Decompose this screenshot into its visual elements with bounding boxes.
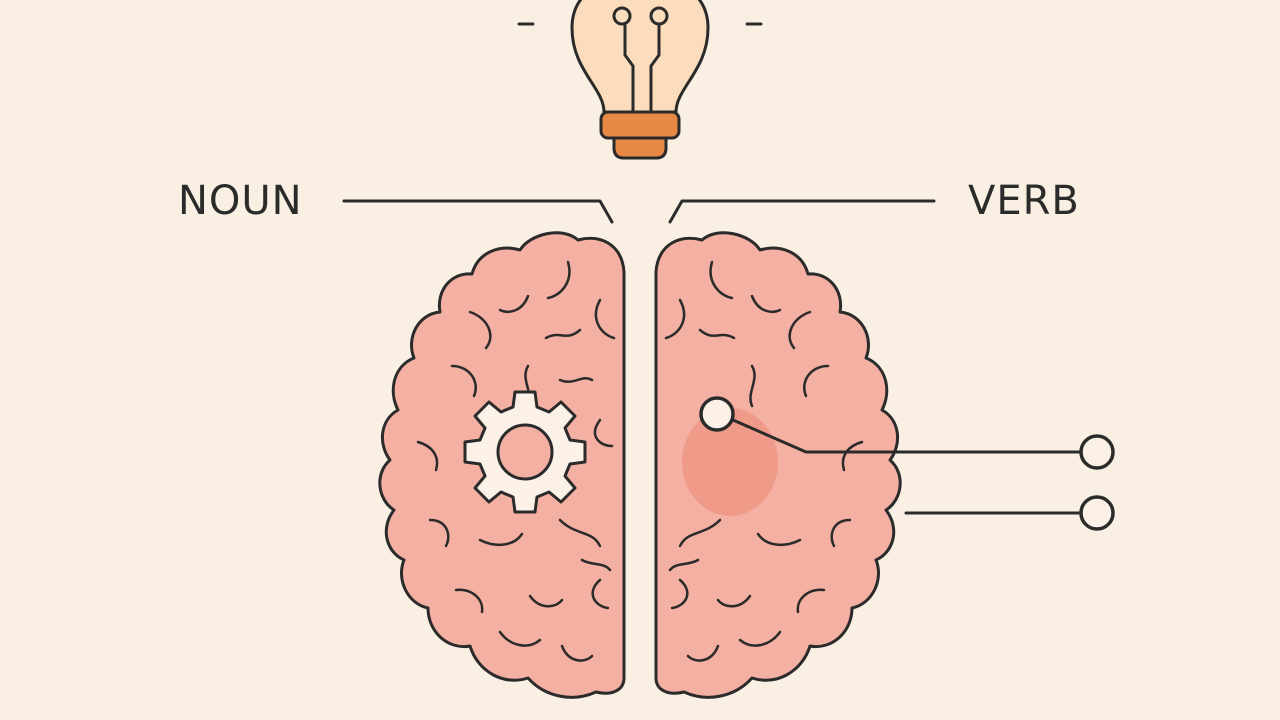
bulb-glass <box>570 0 710 114</box>
noun-label: NOUN <box>178 178 303 224</box>
gear-icon <box>463 390 587 514</box>
bulb-base-tip <box>612 136 668 160</box>
left-hemisphere <box>378 231 626 699</box>
bulb-node-right <box>649 6 669 26</box>
noun-connector-line <box>342 199 614 224</box>
verb-connector-line <box>668 199 936 224</box>
bulb-base-collar <box>599 110 681 140</box>
circuit-node-icon <box>699 396 1115 531</box>
verb-label: VERB <box>968 178 1080 224</box>
bulb-filament-right <box>649 23 661 112</box>
lightbulb-icon <box>517 0 763 160</box>
bulb-filament-left <box>623 23 635 112</box>
bulb-node-left <box>612 6 632 26</box>
activation-highlight <box>682 408 778 516</box>
right-hemisphere <box>654 231 1115 699</box>
